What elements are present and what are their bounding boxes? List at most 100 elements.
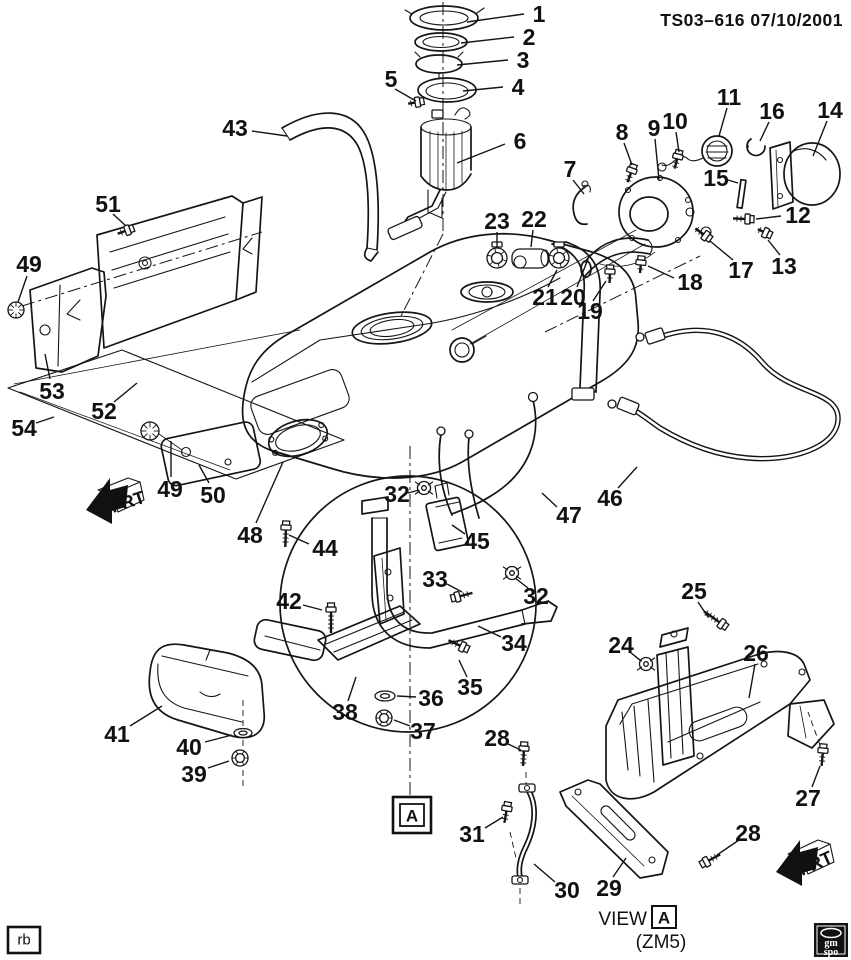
- callout-8: 8: [616, 119, 633, 166]
- callout-22: 22: [521, 206, 547, 248]
- callout-number: 50: [200, 482, 226, 508]
- callout-number: 30: [554, 877, 580, 903]
- bolt-icon: [732, 213, 755, 225]
- author-code: rb: [17, 932, 30, 949]
- callout-11: 11: [717, 84, 741, 137]
- callout-39: 39: [181, 760, 230, 787]
- callout-number: 36: [418, 685, 444, 711]
- callout-18: 18: [647, 265, 703, 295]
- callout-number: 43: [222, 115, 248, 141]
- callout-17: 17: [709, 240, 754, 283]
- callout-2: 2: [460, 24, 536, 50]
- callout-number: 49: [16, 251, 42, 277]
- callout-number: 44: [312, 535, 338, 561]
- construction-lines: [13, 2, 821, 905]
- callout-number: 17: [728, 257, 754, 283]
- callout-number: 45: [464, 528, 490, 554]
- bolt-icon: [280, 520, 292, 548]
- callout-10: 10: [662, 108, 688, 153]
- callout-number: 2: [523, 24, 536, 50]
- front-arrow-left: [86, 477, 145, 524]
- front-arrow-right: [776, 839, 835, 886]
- callout-number: 12: [785, 202, 811, 228]
- fuel-pump-module-art: [387, 5, 485, 241]
- callout-16: 16: [759, 98, 785, 142]
- callout-32: 32: [514, 577, 549, 609]
- callout-number: 6: [514, 128, 527, 154]
- hose-clamp-icon: [548, 241, 570, 269]
- bolt-icon: [407, 96, 426, 108]
- nut-icon: [231, 749, 249, 767]
- callout-number: 19: [577, 298, 603, 324]
- hose-clamp-icon: [486, 241, 508, 269]
- callout-28: 28: [716, 820, 761, 856]
- gm-spo-logo: gm spo: [814, 923, 848, 958]
- callout-6: 6: [456, 128, 527, 164]
- callout-number: 14: [817, 97, 843, 123]
- callout-number: 28: [484, 725, 510, 751]
- callout-number: 5: [385, 66, 398, 92]
- callout-number: 25: [681, 578, 707, 604]
- callout-number: 1: [533, 1, 546, 27]
- callout-number: 31: [459, 821, 485, 847]
- bolt-icon: [698, 853, 721, 869]
- callout-19: 19: [577, 280, 607, 324]
- callout-12: 12: [755, 202, 811, 228]
- logo-line-2: spo: [824, 947, 838, 958]
- callout-14: 14: [812, 97, 843, 157]
- callout-number: 8: [616, 119, 629, 145]
- callout-number: 27: [795, 785, 821, 811]
- callout-33: 33: [422, 566, 463, 593]
- callout-42: 42: [276, 588, 323, 614]
- view-label-group: VIEW A (ZM5): [598, 905, 686, 953]
- callout-number: 9: [648, 115, 661, 141]
- callout-1: 1: [466, 1, 546, 27]
- callout-15: 15: [703, 165, 739, 191]
- callout-41: 41: [104, 705, 163, 747]
- callout-number: 41: [104, 721, 130, 747]
- callout-number: 49: [157, 476, 183, 502]
- callout-25: 25: [681, 578, 709, 618]
- callout-3: 3: [456, 47, 529, 73]
- callout-48: 48: [237, 461, 284, 548]
- callout-number: 39: [181, 761, 207, 787]
- skid-plate-art: [148, 643, 266, 739]
- bolt-icon: [694, 226, 714, 244]
- callout-49: 49: [157, 441, 183, 502]
- callout-number: 16: [759, 98, 785, 124]
- callout-number: 33: [422, 566, 448, 592]
- push-nut-icon: [414, 480, 434, 496]
- author-code-box: rb: [6, 925, 42, 955]
- diagram-line-art: A VIEW A (ZM5) TS03–616 07/10/2001 rb gm…: [6, 2, 848, 958]
- bolt-icon: [703, 610, 730, 632]
- callout-52: 52: [91, 382, 138, 424]
- callout-51: 51: [95, 191, 127, 227]
- fuel-pipes-art: [436, 327, 841, 519]
- callout-21: 21: [532, 269, 558, 310]
- callout-31: 31: [459, 816, 504, 847]
- callout-number: 51: [95, 191, 121, 217]
- callout-number: 48: [237, 522, 263, 548]
- bolt-icon: [671, 148, 684, 169]
- callout-number: 47: [556, 502, 582, 528]
- detail-marker-letter: A: [406, 807, 418, 826]
- callout-number: 32: [523, 583, 549, 609]
- callout-number: 46: [597, 485, 623, 511]
- bolt-icon: [447, 639, 471, 654]
- fuel-tank-art: [241, 232, 640, 479]
- callout-number: 40: [176, 734, 202, 760]
- callout-47: 47: [541, 492, 582, 528]
- callout-26: 26: [743, 640, 769, 699]
- callout-24: 24: [608, 632, 642, 662]
- detail-marker-box: A: [391, 795, 433, 835]
- callout-number: 52: [91, 398, 117, 424]
- callout-44: 44: [288, 534, 338, 561]
- callout-number: 37: [410, 718, 436, 744]
- callout-49: 49: [16, 251, 42, 303]
- bolt-icon: [449, 590, 473, 603]
- callout-23: 23: [484, 208, 510, 248]
- bolt-icon: [757, 226, 774, 240]
- callout-28: 28: [484, 725, 522, 751]
- callout-number: 42: [276, 588, 302, 614]
- callout-number: 32: [384, 481, 410, 507]
